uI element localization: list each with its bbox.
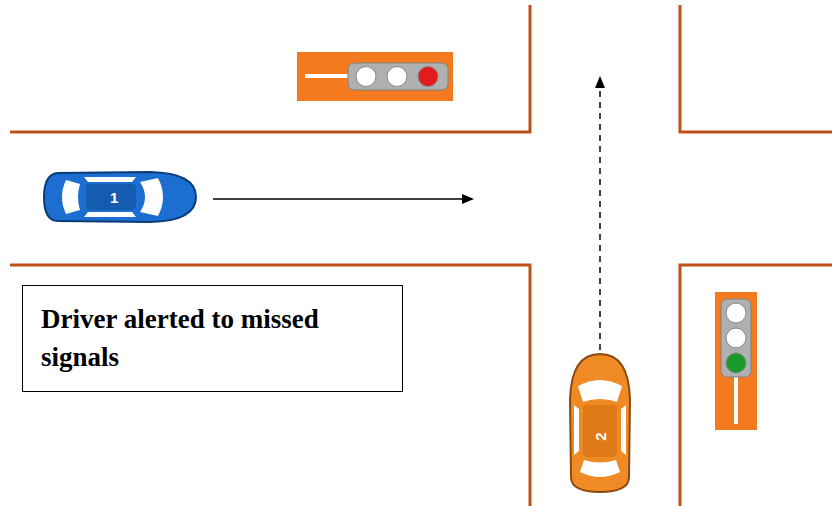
car-orange [570,354,630,492]
kerb-bottom-right [680,265,832,506]
car-rear-window [580,460,620,477]
light-pole [734,372,738,424]
travel-arrow [213,198,472,200]
callout-number: 2 [592,432,609,440]
traffic-light-green [715,292,757,430]
traffic-light-red [297,52,453,101]
car-side-window [84,177,136,182]
car-roof [86,184,136,210]
note-text: Driver alerted to missed signals [41,300,386,376]
car-side-window [621,405,626,455]
note-box: Driver alerted to missed signals [22,285,403,392]
intended-path-arrow [599,78,601,350]
car-windshield [578,380,622,402]
car-side-window [84,212,136,217]
light-backplate [715,292,757,430]
lamp-off [356,67,376,87]
car-side-window [574,405,579,455]
callout-number: 1 [110,189,118,206]
car-body [570,354,630,492]
light-backplate [297,52,453,101]
lamp-off [387,67,407,87]
lamp-off [726,303,746,323]
car-body [44,172,196,222]
car-windshield [140,178,163,216]
lamp-green [726,353,746,373]
kerb-top-left [10,5,530,132]
light-housing [348,63,448,90]
car-rear-window [62,180,80,214]
lamp-off [726,328,746,348]
road-kerbs [10,5,832,506]
light-housing [721,299,751,377]
car-roof [583,405,617,457]
kerb-top-right [680,5,832,132]
light-pole [305,74,350,78]
kerb-bottom-left [10,265,530,506]
car-blue [44,172,196,222]
lamp-red [418,67,438,87]
